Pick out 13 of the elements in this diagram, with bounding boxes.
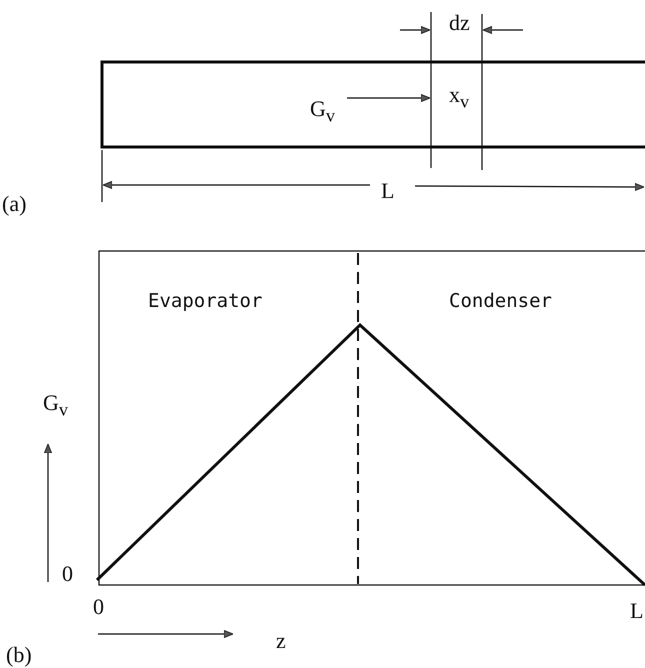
tick-label: 0: [62, 563, 73, 585]
variable-label: x$_{v}$: [449, 84, 470, 111]
region-label: Evaporator: [148, 292, 262, 311]
panel-label: (b): [6, 644, 32, 666]
panel-label: (a): [2, 193, 26, 215]
flow-label: G$_{v}$: [310, 98, 336, 125]
region-label: Condenser: [449, 292, 552, 311]
dimension-label: L: [381, 180, 394, 202]
dimension-label: dz: [449, 12, 470, 34]
tick-label: 0: [93, 596, 104, 618]
axis-label: z: [276, 630, 286, 652]
tick-label: L: [630, 600, 644, 622]
axis-label: G$_{v}$: [43, 392, 68, 419]
